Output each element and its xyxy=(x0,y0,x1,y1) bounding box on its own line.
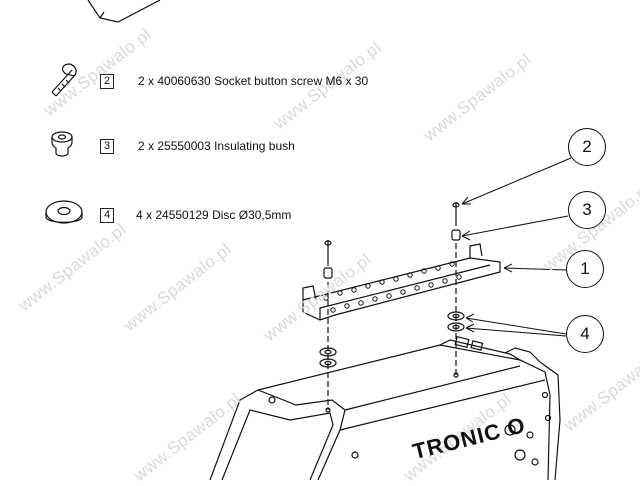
part-list-item: 2 2 x 40060630 Socket button screw M6 x … xyxy=(0,74,400,98)
part-description: 2 x 40060630 Socket button screw M6 x 30 xyxy=(138,74,369,88)
callout-2: 2 xyxy=(568,128,606,166)
callout-1: 1 xyxy=(566,250,604,288)
machine-body xyxy=(209,335,561,480)
part-number-box: 4 xyxy=(100,208,114,223)
part-number-box: 2 xyxy=(100,74,114,89)
disc-washer-icon xyxy=(45,200,83,224)
right-fastener-stack xyxy=(447,202,465,378)
mounting-bracket xyxy=(302,243,501,321)
insulating-bush-icon xyxy=(51,131,73,157)
part-number-box: 3 xyxy=(100,139,114,154)
part-description: 2 x 25550003 Insulating bush xyxy=(138,139,295,153)
left-fastener-stack xyxy=(319,240,337,413)
top-part-fragment xyxy=(87,0,161,23)
part-list-item: 4 4 x 24550129 Disc Ø30,5mm xyxy=(0,208,400,232)
socket-button-screw-icon xyxy=(51,63,77,97)
callout-3: 3 xyxy=(568,191,606,229)
part-list-item: 3 2 x 25550003 Insulating bush xyxy=(0,139,400,163)
callout-leaders xyxy=(461,157,572,337)
callout-4: 4 xyxy=(566,315,604,353)
part-description: 4 x 24550129 Disc Ø30,5mm xyxy=(136,208,292,222)
